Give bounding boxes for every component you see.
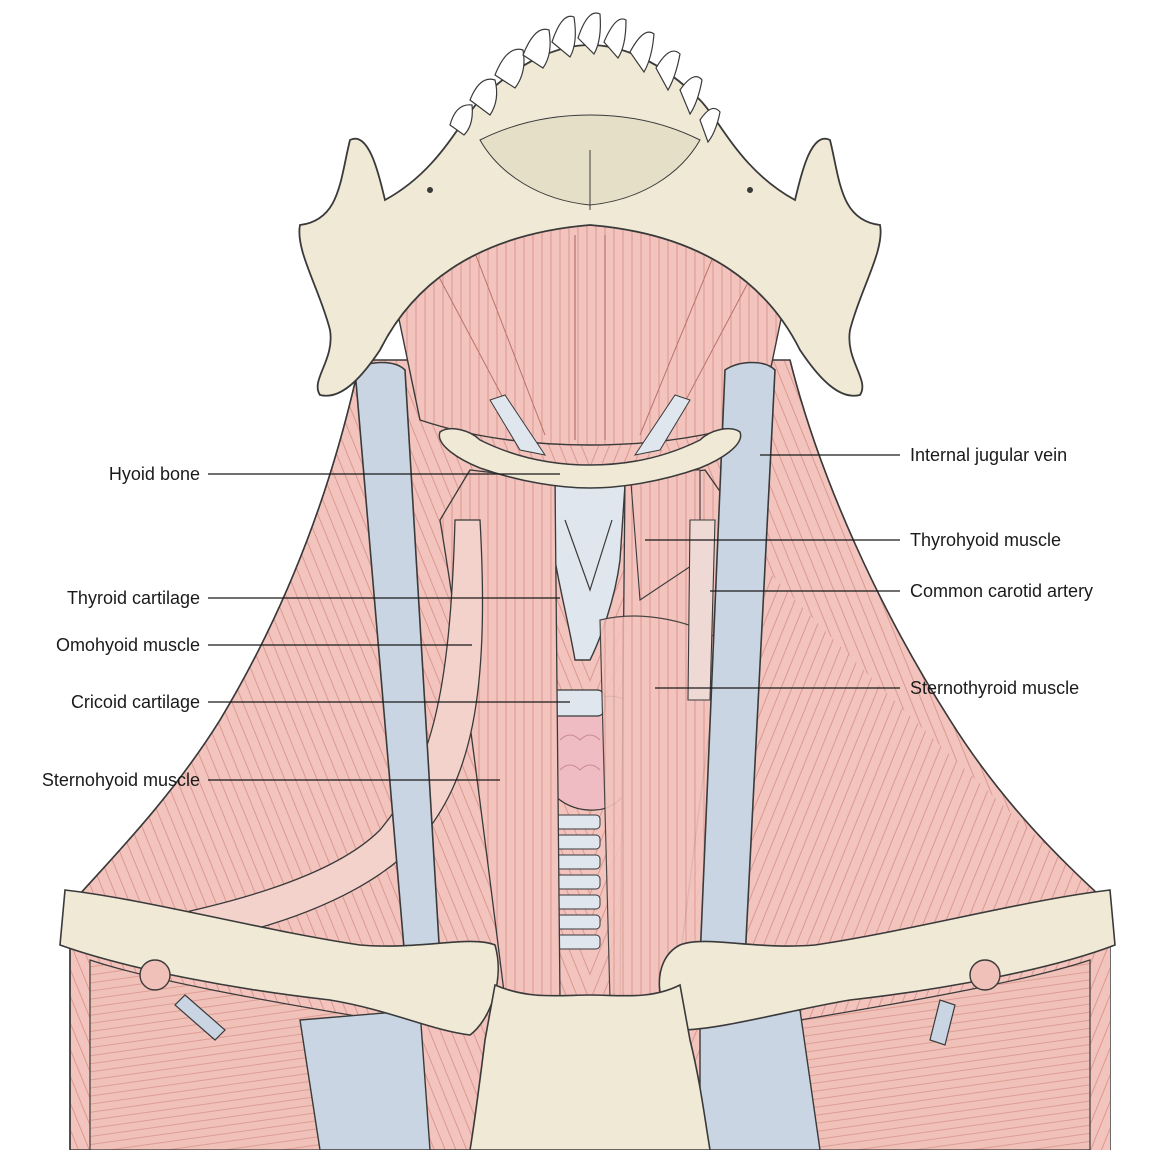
clavicles-sternum	[59, 889, 1116, 1151]
label-cricoid-cartilage: Cricoid cartilage	[70, 692, 200, 712]
label-sternohyoid-muscle: Sternohyoid muscle	[41, 770, 200, 790]
label-omohyoid-muscle: Omohyoid muscle	[55, 635, 200, 655]
label-internal-jugular-vein: Internal jugular vein	[910, 445, 1068, 465]
label-sternothyroid-muscle: Sternothyroid muscle	[910, 678, 1080, 698]
leader-lines	[208, 454, 900, 781]
lower-teeth	[449, 12, 721, 144]
label-thyroid-cartilage: Thyroid cartilage	[66, 588, 200, 608]
internal-jugular-veins	[299, 361, 821, 1151]
mandible	[298, 12, 882, 397]
label-common-carotid-artery: Common carotid artery	[910, 581, 1094, 601]
tracheal-rings	[547, 814, 601, 950]
ijv-right	[699, 361, 776, 961]
label-hyoid-bone: Hyoid bone	[108, 464, 200, 484]
strap-muscles	[439, 469, 741, 1001]
hyoid-bone	[438, 428, 742, 489]
sternum	[469, 983, 711, 1151]
larynx-trachea	[544, 484, 626, 950]
label-thyrohyoid-muscle: Thyrohyoid muscle	[910, 530, 1062, 550]
common-carotid-artery	[687, 519, 716, 701]
